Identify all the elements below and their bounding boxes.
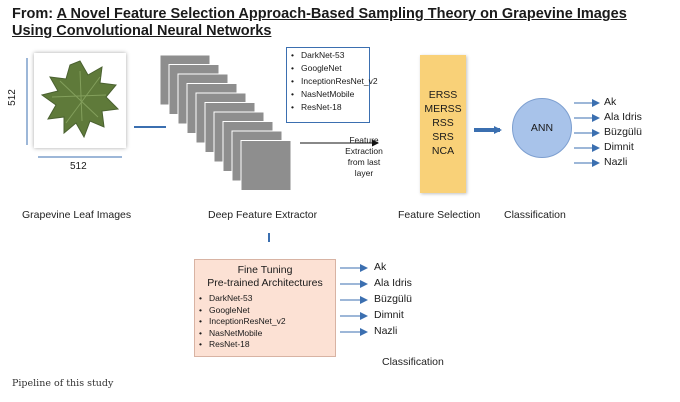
paper-title-link[interactable]: A Novel Feature Selection Approach-Based…	[56, 6, 627, 22]
finetune-output-arrows	[340, 264, 368, 336]
width-label: 512	[70, 161, 87, 172]
ft-model-item: InceptionResNet_v2	[195, 316, 335, 328]
height-label: 512	[6, 89, 18, 106]
fs-method: ERSS	[428, 89, 458, 101]
ann-node: ANN	[512, 98, 572, 158]
model-item: NasNetMobile	[287, 88, 369, 100]
ft-class-label: Dimnit	[374, 309, 404, 321]
class-label: Ak	[604, 96, 617, 108]
ft-class-label: Büzgülü	[374, 293, 412, 305]
class-label: Nazli	[604, 156, 628, 168]
ft-classification-caption: Classification	[382, 356, 444, 368]
ft-model-item: GoogleNet	[195, 305, 335, 317]
feature-selection-box: ERSS MERSS RSS SRS NCA	[420, 55, 466, 193]
class-label: Dimnit	[604, 141, 634, 153]
class-label: Ala Idris	[604, 111, 642, 123]
ft-class-label: Nazli	[374, 325, 398, 337]
feature-map-layer	[240, 140, 292, 191]
fine-tuning-title: Fine Tuning	[237, 264, 293, 276]
ft-model-item: NasNetMobile	[195, 328, 335, 340]
ft-model-item: DarkNet-53	[195, 293, 335, 305]
model-item: ResNet-18	[287, 101, 369, 113]
fs-method: SRS	[432, 131, 454, 143]
feature-map-stack	[159, 54, 292, 191]
feature-extraction-label: Feature Extraction from last layer	[345, 135, 383, 178]
extractor-model-list: DarkNet-53 GoogleNet InceptionResNet_v2 …	[286, 47, 378, 123]
fine-tuning-box: Fine Tuning Pre-trained Architectures Da…	[194, 259, 336, 357]
ann-output-arrows	[574, 99, 600, 167]
class-label: Büzgülü	[604, 126, 642, 138]
ft-class-label: Ala Idris	[374, 277, 412, 289]
grapevine-leaf-image	[40, 60, 120, 139]
paper-title-link-line2[interactable]: Using Convolutional Neural Networks	[12, 23, 272, 39]
model-item: GoogleNet	[287, 62, 369, 74]
model-item: DarkNet-53	[287, 49, 369, 61]
title-prefix: From:	[12, 6, 57, 22]
fs-method: RSS	[432, 117, 454, 129]
ft-class-label: Ak	[374, 261, 387, 273]
fs-method: NCA	[431, 145, 455, 157]
classification-caption: Classification	[504, 209, 566, 221]
ft-model-item: ResNet-18	[195, 339, 335, 351]
fs-method: MERSS	[424, 103, 462, 115]
figure-caption: Pipeline of this study	[12, 378, 114, 389]
extractor-caption: Deep Feature Extractor	[208, 209, 318, 221]
figure-title: From: A Novel Feature Selection Approach…	[12, 6, 652, 40]
fine-tuning-subtitle: Pre-trained Architectures	[207, 277, 323, 289]
feature-selection-caption: Feature Selection	[398, 209, 481, 221]
input-caption: Grapevine Leaf Images	[22, 209, 132, 221]
model-item: InceptionResNet_v2	[287, 75, 378, 87]
